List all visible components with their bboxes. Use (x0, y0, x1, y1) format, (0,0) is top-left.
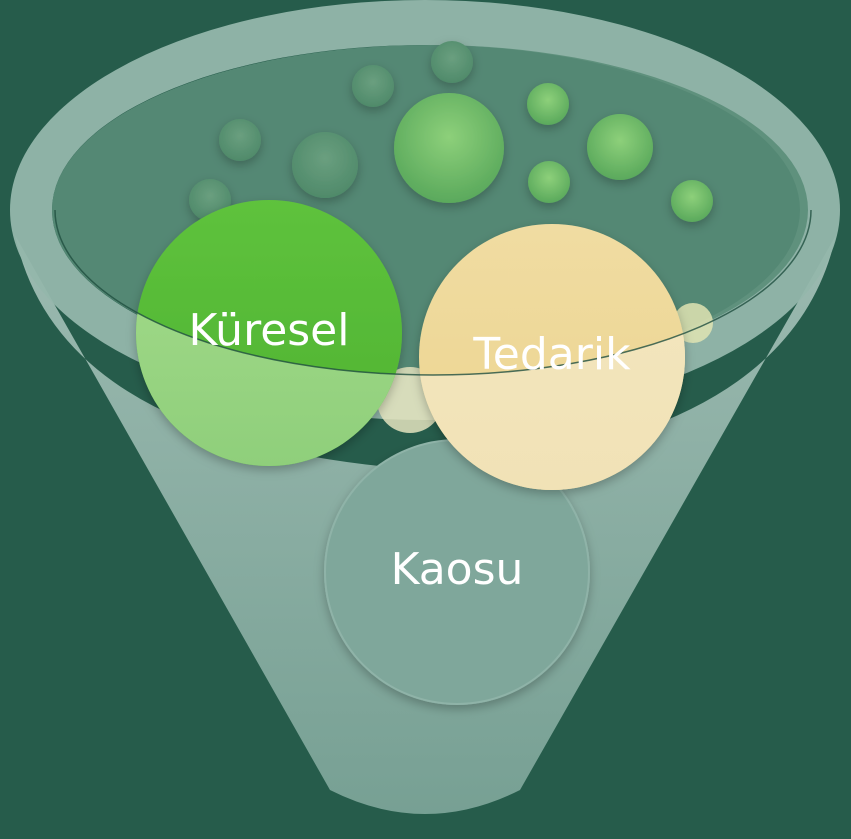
small-bubble (219, 119, 261, 161)
kuresel-label: Küresel (189, 305, 350, 356)
kaosu-label: Kaosu (391, 544, 524, 595)
small-bubble (671, 180, 713, 222)
small-bubble (394, 93, 504, 203)
small-bubble (528, 161, 570, 203)
small-bubble (527, 83, 569, 125)
funnel-lip-line (54, 209, 812, 376)
tedarik-label: Tedarik (472, 329, 631, 380)
small-bubble (352, 65, 394, 107)
small-bubble (292, 132, 358, 198)
small-bubbles (189, 41, 713, 222)
small-bubble (431, 41, 473, 83)
small-bubble (587, 114, 653, 180)
